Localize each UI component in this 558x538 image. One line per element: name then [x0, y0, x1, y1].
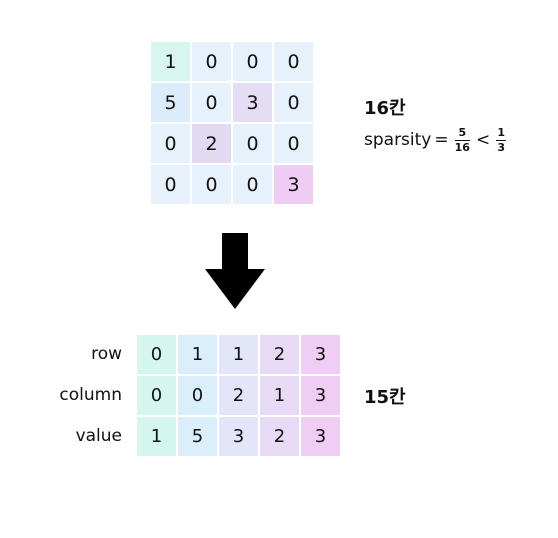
matrix-cell: 0	[274, 83, 313, 122]
matrix-cell: 1	[151, 42, 190, 81]
matrix-cell: 3	[233, 83, 272, 122]
coo-cell: 1	[178, 335, 217, 374]
matrix-cell-count: 16칸	[364, 98, 406, 119]
coo-cell: 0	[178, 376, 217, 415]
coo-cell: 1	[219, 335, 258, 374]
matrix-cell: 2	[192, 124, 231, 163]
matrix-cell: 0	[233, 42, 272, 81]
matrix-cell: 3	[274, 165, 313, 204]
coo-cell: 0	[137, 335, 176, 374]
matrix-cell: 0	[192, 165, 231, 204]
matrix-cell: 0	[192, 42, 231, 81]
matrix-cell: 0	[274, 42, 313, 81]
matrix-cell: 0	[151, 165, 190, 204]
fraction-bar	[496, 139, 507, 141]
coo-cell: 3	[301, 376, 340, 415]
coo-cell: 3	[301, 417, 340, 456]
coo-label-column: column	[59, 385, 122, 405]
less-than-sign: <	[475, 130, 491, 150]
matrix-cell: 0	[233, 165, 272, 204]
fraction-bar	[454, 139, 470, 141]
fraction-one-third: 1 3	[496, 125, 507, 154]
matrix-cell: 0	[274, 124, 313, 163]
coo-cell: 3	[301, 335, 340, 374]
coo-cell: 2	[260, 335, 299, 374]
matrix-cell: 0	[151, 124, 190, 163]
down-arrow-shape	[205, 233, 265, 309]
coo-cell: 1	[137, 417, 176, 456]
coo-cell: 3	[219, 417, 258, 456]
coo-cell: 2	[219, 376, 258, 415]
coo-cell: 0	[137, 376, 176, 415]
coo-cell: 2	[260, 417, 299, 456]
coo-cell: 1	[260, 376, 299, 415]
coo-cell-count: 15칸	[364, 387, 406, 408]
sparsity-label: sparsity	[364, 130, 432, 150]
sparsity-formula: sparsity = 5 16 < 1 3	[364, 120, 509, 160]
fraction-numerator: 1	[497, 125, 506, 139]
coo-label-row: row	[91, 344, 122, 364]
coo-cell: 5	[178, 417, 217, 456]
matrix-cell: 0	[233, 124, 272, 163]
fraction-numerator: 5	[458, 125, 467, 139]
fraction-denominator: 16	[454, 140, 470, 154]
coo-label-value: value	[75, 426, 122, 446]
fraction-denominator: 3	[497, 140, 506, 154]
matrix-cell: 0	[192, 83, 231, 122]
equals-sign: =	[434, 130, 449, 150]
matrix-cell: 5	[151, 83, 190, 122]
fraction-five-sixteenths: 5 16	[454, 125, 470, 154]
down-arrow-icon	[205, 233, 265, 309]
